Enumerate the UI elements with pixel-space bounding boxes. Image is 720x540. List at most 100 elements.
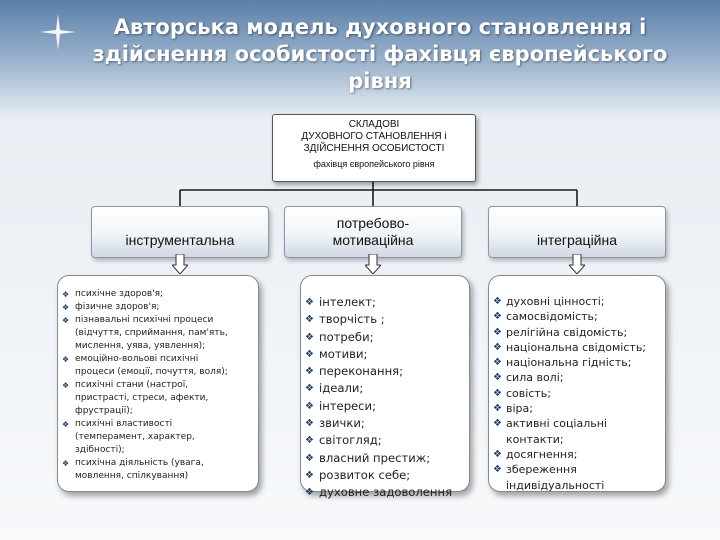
components-box: СКЛАДОВІ ДУХОВНОГО СТАНОВЛЕННЯ і ЗДІЙСНЕ… [272, 114, 476, 182]
list-item-text: психічні властивості (темперамент, харак… [75, 419, 195, 455]
list-item: ❖звички; [305, 415, 465, 432]
diamond-bullet-icon: ❖ [62, 303, 70, 312]
down-arrow-icon [569, 254, 585, 274]
list-item-text: творчість ; [319, 312, 385, 327]
bullet-list: ❖інтелект;❖творчість ;❖потреби;❖мотиви;❖… [305, 294, 465, 502]
list-item-text: емоційно-вольові психічні процеси (емоці… [75, 354, 228, 377]
list-item: ❖ релігійна свідомість; [493, 325, 661, 340]
list-item-text: самосвідомість; [506, 310, 598, 324]
list-item-text: активні соціальні контакти; [506, 417, 607, 446]
list-item-text: збереження індивідуальності [506, 463, 605, 492]
list-item-text: інтереси; [319, 398, 376, 413]
list-item-text: совість; [506, 386, 551, 400]
list-item-text: інтелект; [319, 295, 376, 309]
list-item-text: психічні стани (настрої, пристрасті, стр… [75, 380, 209, 416]
list-item: ❖ переконання; [305, 363, 465, 380]
diamond-bullet-icon: ❖ [305, 400, 314, 412]
down-arrow-icon [365, 254, 381, 274]
diamond-bullet-icon: ❖ [493, 326, 502, 338]
components-line-4: фахівця європейського рівня [313, 159, 435, 169]
bullet-list: ❖ духовні цінності; ❖ самосвідомість; ❖ реліг… [493, 294, 661, 493]
diamond-bullet-icon: ❖ [305, 331, 314, 343]
category-instrumental: інструментальна [91, 206, 269, 258]
diamond-bullet-icon: ❖ [62, 355, 70, 364]
list-item: ❖ духовні цінності; [493, 294, 661, 309]
list-item-text: духовне задоволення [319, 485, 453, 500]
list-item: ❖ сила волі; [493, 370, 661, 385]
diamond-bullet-icon: ❖ [493, 403, 502, 415]
list-item-text: національна гідність; [506, 356, 632, 370]
category-label: інтеграційна [536, 232, 618, 248]
list-item-text: мотиви; [319, 346, 368, 361]
list-item: ❖ інтелект; [305, 294, 465, 311]
diamond-bullet-icon: ❖ [493, 341, 502, 353]
list-item: ❖національна свідомість; [493, 340, 661, 355]
list-item: ❖ ідеали; [305, 380, 465, 397]
list-item: ❖совість; [493, 386, 661, 401]
diamond-bullet-icon: ❖ [305, 348, 314, 360]
list-item-text: психічне здоров'я; [75, 289, 164, 299]
list-item-text: потреби; [319, 329, 374, 344]
diamond-bullet-icon: ❖ [62, 381, 70, 390]
list-item-text: світогляд; [319, 433, 382, 448]
diamond-bullet-icon: ❖ [62, 290, 70, 299]
list-item-text: досягнення; [506, 447, 578, 461]
bullet-list: ❖психічне здоров'я;❖фізичне здоров'я;❖пі… [62, 288, 254, 483]
diamond-bullet-icon: ❖ [493, 418, 502, 430]
list-item: ❖ досягнення; [493, 447, 661, 462]
list-item: ❖ самосвідомість; [493, 309, 661, 324]
list-item: ❖ активні соціальні контакти; [493, 416, 661, 447]
diamond-bullet-icon: ❖ [305, 435, 314, 447]
list-item-text: пізнавальні психічні процеси (відчуття, … [75, 315, 228, 351]
list-item-text: духовні цінності; [506, 295, 605, 308]
list-item: ❖ розвиток себе; [305, 467, 465, 484]
diamond-bullet-icon: ❖ [493, 448, 502, 460]
diamond-bullet-icon: ❖ [493, 311, 502, 323]
list-item: ❖ мотиви; [305, 346, 465, 363]
list-item: ❖ світогляд; [305, 432, 465, 449]
list-item: ❖ фізичне здоров'я; [62, 301, 254, 314]
components-line-2: ДУХОВНОГО СТАНОВЛЕННЯ і [301, 131, 447, 142]
diamond-bullet-icon: ❖ [305, 487, 314, 499]
list-item-text: фізичне здоров'я; [75, 302, 160, 312]
list-item-text: переконання; [319, 364, 404, 379]
list-item: ❖ власний престиж; [305, 450, 465, 467]
diamond-bullet-icon: ❖ [62, 459, 70, 468]
list-item-text: звички; [319, 416, 365, 431]
list-item: ❖ інтереси; [305, 398, 465, 415]
list-item: ❖ духовне задоволення [305, 484, 465, 501]
diamond-bullet-icon: ❖ [305, 366, 314, 378]
list-item: ❖ психічне здоров'я; [62, 288, 254, 301]
diamond-bullet-icon: ❖ [493, 372, 502, 384]
list-item-text: сила волі; [506, 371, 564, 385]
need-motivational-list-panel: ❖інтелект;❖творчість ;❖потреби;❖мотиви;❖… [300, 275, 470, 499]
diamond-bullet-icon: ❖ [305, 469, 314, 481]
diamond-bullet-icon: ❖ [305, 297, 314, 308]
list-item: ❖ національна гідність; [493, 355, 661, 370]
list-item-text: ідеали; [319, 381, 364, 396]
instrumental-list-panel: ❖психічне здоров'я;❖фізичне здоров'я;❖пі… [57, 275, 259, 492]
components-line-1: СКЛАДОВІ [348, 119, 400, 130]
slide-title: Авторська модель духовного становлення і… [92, 15, 668, 93]
list-item: ❖віра; [493, 401, 661, 416]
list-item: ❖збереження індивідуальності [493, 462, 661, 493]
diamond-bullet-icon: ❖ [62, 420, 70, 429]
list-item-text: розвиток себе; [319, 467, 411, 482]
diamond-bullet-icon: ❖ [493, 296, 502, 307]
diamond-bullet-icon: ❖ [493, 357, 502, 369]
sparkle-icon [40, 14, 76, 50]
list-item: ❖ психічна діяльність (увага, мовлення, с… [62, 457, 254, 483]
list-item: ❖творчість ; [305, 311, 465, 328]
diamond-bullet-icon: ❖ [305, 383, 314, 395]
diamond-bullet-icon: ❖ [305, 452, 314, 464]
category-need-motivational: потребово- мотиваційна [284, 206, 462, 258]
category-integrative: інтеграційна [488, 206, 666, 258]
list-item: ❖пізнавальні психічні процеси (відчуття,… [62, 314, 254, 353]
category-label: потребово- мотиваційна [332, 215, 414, 248]
integrative-list-panel: ❖ духовні цінності; ❖ самосвідомість; ❖ реліг… [488, 275, 666, 492]
list-item-text: релігійна свідомість; [506, 325, 628, 339]
list-item-text: психічна діяльність (увага, мовлення, сп… [75, 458, 204, 481]
list-item-text: власний престиж; [319, 450, 431, 465]
list-item: ❖ потреби; [305, 329, 465, 346]
